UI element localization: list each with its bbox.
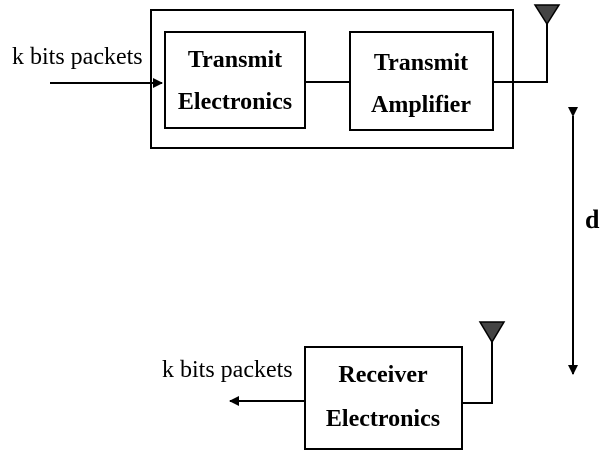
- receiver-electronics-line1: Receiver: [338, 362, 428, 388]
- tx-antenna-icon: [533, 4, 561, 26]
- rx-output-label: k bits packets: [162, 357, 293, 383]
- tx-input-label: k bits packets: [12, 44, 143, 70]
- transmit-amplifier-line2: Amplifier: [371, 92, 471, 118]
- transmit-amplifier-line1: Transmit: [374, 50, 468, 76]
- transmitter-enclosure: [150, 9, 514, 149]
- transmit-electronics-line2: Electronics: [178, 89, 292, 115]
- distance-label: d: [585, 205, 600, 234]
- tx-antenna-feed: [493, 22, 548, 83]
- receiver-electronics-line2: Electronics: [326, 406, 440, 432]
- transmit-electronics-block: [164, 31, 306, 129]
- rx-antenna-feed: [462, 340, 493, 404]
- rx-antenna-icon: [478, 321, 506, 344]
- transmit-electronics-line1: Transmit: [188, 47, 282, 73]
- receiver-electronics-block: [304, 346, 463, 450]
